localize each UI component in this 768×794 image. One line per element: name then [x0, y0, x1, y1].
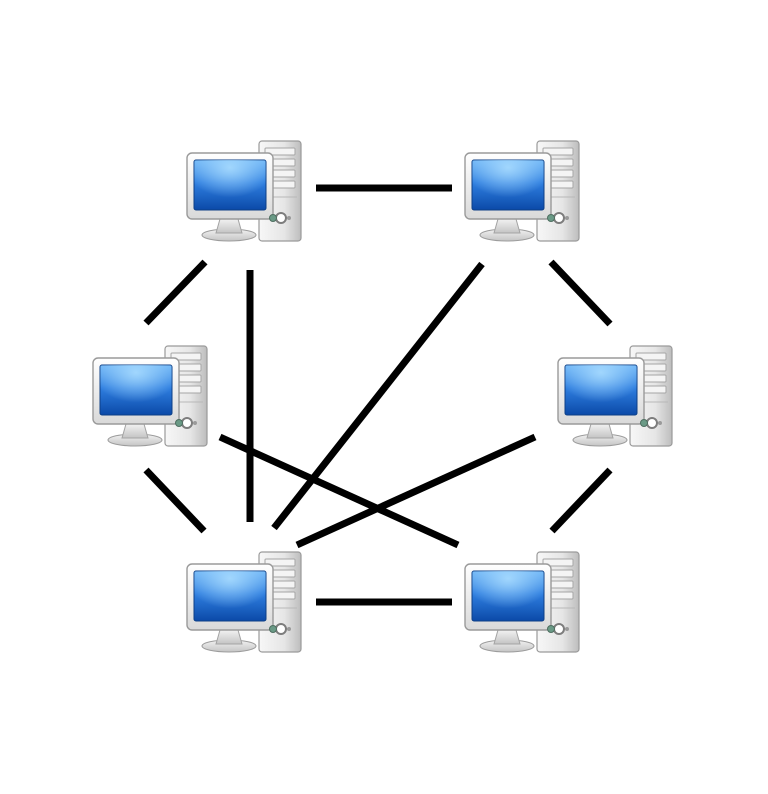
computer-icon-bottom-right — [464, 551, 580, 653]
computer-icon-mid-right — [557, 345, 673, 447]
computer-icon-top-right — [464, 140, 580, 242]
link-mid-right-bottom-left — [295, 433, 537, 549]
computer-icon-mid-left — [92, 345, 208, 447]
link-top-right-bottom-left — [271, 261, 485, 531]
link-top-left-mid-left — [143, 259, 208, 326]
link-top-right-mid-right — [548, 259, 613, 327]
link-mid-left-bottom-right — [218, 433, 460, 549]
link-mid-right-bottom-right — [549, 467, 613, 534]
network-nodes — [92, 140, 673, 653]
computer-icon-bottom-left — [186, 551, 302, 653]
link-mid-left-bottom-left — [143, 467, 207, 534]
computer-icon-top-left — [186, 140, 302, 242]
network-links — [143, 184, 613, 606]
